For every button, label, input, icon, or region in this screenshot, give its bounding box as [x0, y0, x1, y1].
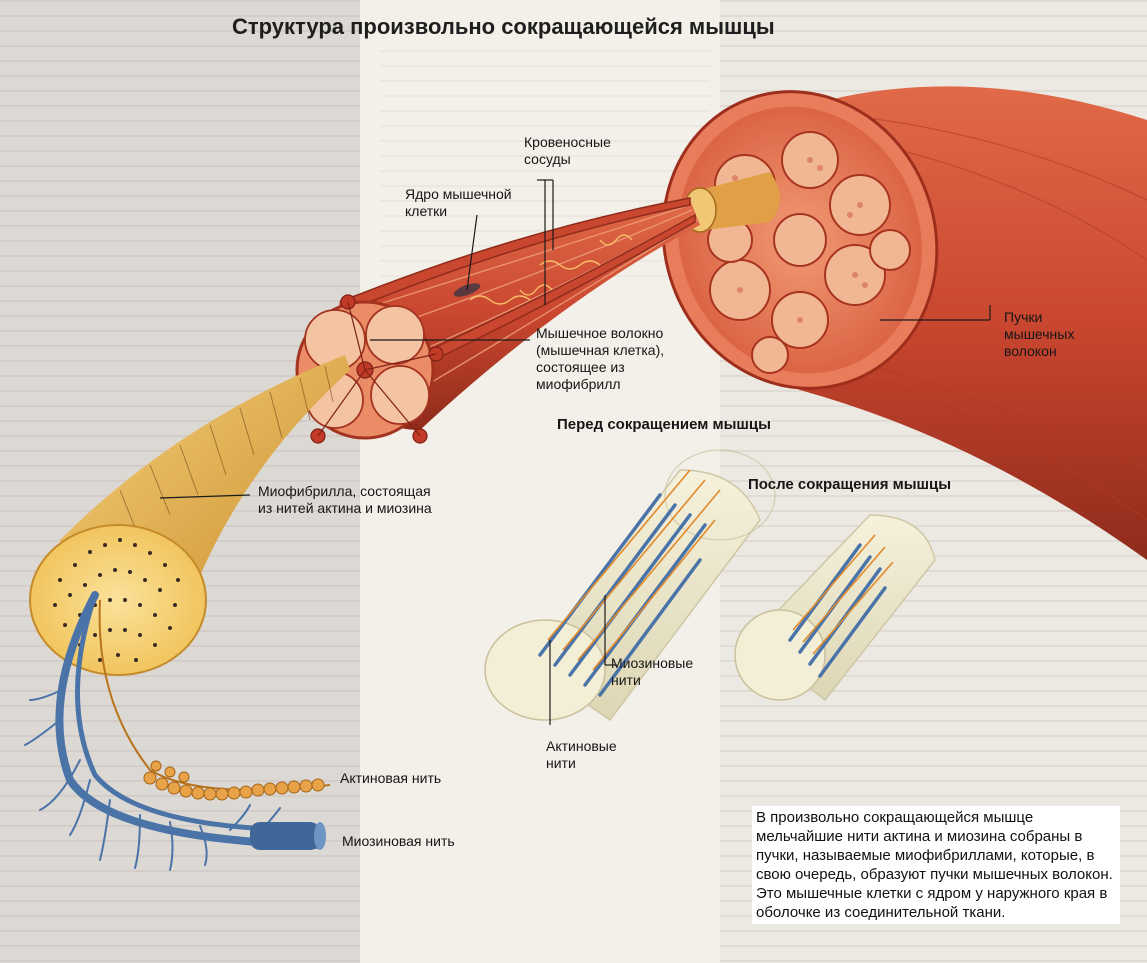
- label-cell-nucleus: Ядро мышечной клетки: [405, 186, 512, 219]
- myofibril-dots: [53, 538, 180, 662]
- section-title-after: После сокращения мышцы: [748, 476, 952, 493]
- label-myofibril: Миофибрилла, состоящая из нитей актина и…: [258, 483, 432, 516]
- label-muscle-fiber: Мышечное волокно (мышечная клетка), сост…: [536, 325, 665, 392]
- muscle-bundle: [661, 86, 1147, 560]
- label-actin-filament: Актиновая нить: [340, 770, 442, 786]
- label-myosin-filaments: Миозиновые нити: [611, 655, 694, 688]
- label-myosin-filament: Миозиновая нить: [342, 833, 455, 849]
- label-fiber-bundles: Пучки мышечных волокон: [1004, 309, 1075, 359]
- page-title: Структура произвольно сокращающейся мышц…: [232, 14, 775, 39]
- label-actin-filaments: Актиновые нити: [546, 738, 617, 771]
- muscle-fiber: [295, 197, 700, 444]
- after-contraction-cylinder: [734, 514, 936, 702]
- caption-text: В произвольно сокращающейся мышце мельча…: [752, 806, 1120, 924]
- myosin-filament-end: [250, 822, 326, 850]
- section-title-before: Перед сокращением мышцы: [557, 416, 771, 433]
- label-blood-vessels: Кровеносные сосуды: [524, 134, 611, 167]
- before-contraction-cylinder: [484, 449, 776, 722]
- leader-lines: [159, 179, 991, 725]
- actin-strand: [98, 599, 331, 801]
